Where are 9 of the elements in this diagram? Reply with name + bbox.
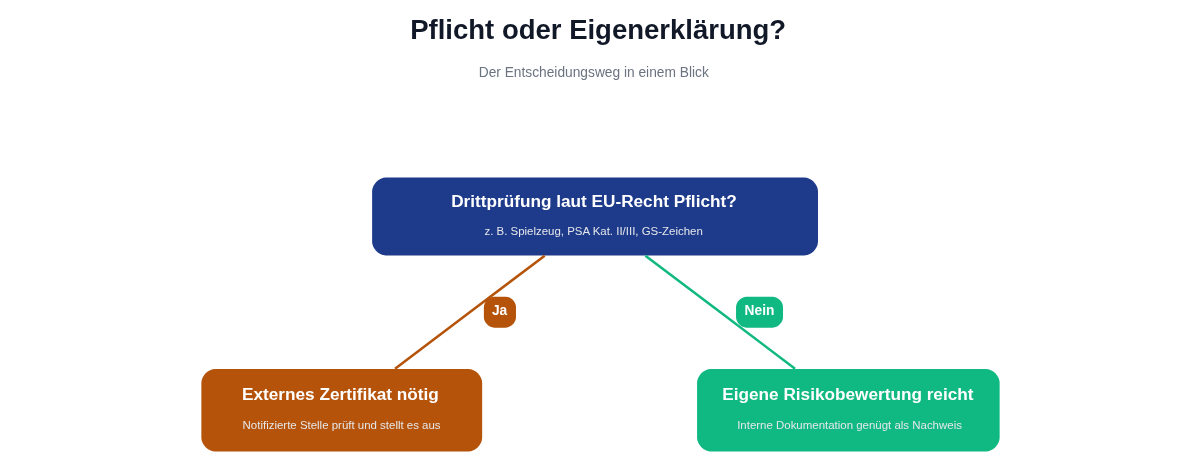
diagram-title: Pflicht oder Eigenerklärung? bbox=[409, 13, 786, 45]
label: Der Entscheidungsweg in einem Blick bbox=[478, 64, 709, 80]
node-box: Externes Zertifikat nötig Notifizierte Stelle prüft und stellt es aus bbox=[200, 368, 482, 451]
edge-label: Ja bbox=[491, 302, 507, 318]
node-box: Eigene Risikobewertung reicht Interne Dokumentation genügt als Nachweis bbox=[696, 368, 1000, 451]
connector bbox=[393, 254, 545, 370]
connector bbox=[644, 254, 796, 370]
edge-label: Nein bbox=[744, 302, 774, 318]
node-box: Drittprüfung laut EU-Recht Pflicht? z. B. Spielzeug, PSA Kat. II/III, GS-Zeichen bbox=[371, 177, 818, 255]
